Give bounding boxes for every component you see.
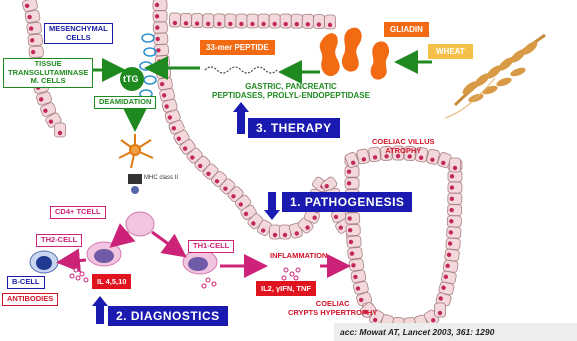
il2-ifn-tnf-label: IL2, γIFN, TNF: [256, 281, 316, 296]
epithelial-cell: [349, 258, 364, 271]
therapy-arrow-head: [233, 102, 249, 112]
arrow-th2-to-bcell: [62, 260, 86, 262]
b-cell-label: B-CELL: [7, 276, 45, 289]
epithelial-cell: [448, 171, 462, 182]
arrow-cd4-to-th2: [114, 232, 128, 244]
epithelial-cell: [153, 11, 167, 22]
th2-cell-label: TH2-CELL: [36, 234, 82, 247]
epithelial-cell: [291, 14, 302, 28]
antibodies-label: ANTIBODIES: [2, 293, 58, 306]
epithelial-cell: [192, 13, 203, 27]
citation-footer: acc: Mowat AT, Lancet 2003, 361: 1290: [334, 323, 577, 341]
arrow-cd4-to-th1: [152, 232, 182, 254]
epithelial-cell: [447, 216, 461, 228]
epithelial-cell: [153, 33, 168, 45]
therapy-label: 3. THERAPY: [248, 118, 340, 138]
epithelial-cell: [435, 303, 446, 317]
epithelial-cell: [345, 178, 359, 189]
epithelial-cell: [269, 14, 280, 28]
pathogenesis-label: 1. PATHOGENESIS: [282, 192, 412, 212]
pathogenesis-arrow-shaft: [268, 192, 276, 212]
epithelial-cell: [447, 227, 462, 239]
epithelial-cell: [25, 10, 41, 23]
gliadin-protein-icons: [320, 28, 389, 80]
inflammation-label: INFLAMMATION: [270, 252, 327, 261]
mesenchymal-cells: [140, 34, 156, 98]
epithelial-cell: [448, 204, 462, 215]
peptide-label: 33-mer PEPTIDE: [200, 40, 275, 55]
epithelial-cell: [346, 224, 361, 236]
epithelial-cell: [153, 0, 167, 11]
epithelial-cell: [169, 13, 180, 27]
diagnostics-arrow-head: [92, 296, 108, 306]
epithelial-cell: [450, 158, 461, 172]
epithelial-cell: [444, 249, 459, 261]
epithelial-cell: [313, 14, 324, 28]
epithelial-cell: [153, 22, 167, 33]
mesenchymal-cells-label: MESENCHYMAL CELLS: [44, 23, 113, 44]
deamidation-label: DEAMIDATION: [94, 96, 156, 109]
epithelial-cell: [203, 14, 214, 28]
epithelial-cell: [280, 14, 291, 28]
gliadin-label: GLIADIN: [384, 22, 429, 37]
peptidases-label: GASTRIC, PANCREATIC PEPTIDASES, PROLYL-E…: [212, 82, 370, 100]
mhc-molecule-icon: [128, 174, 142, 194]
epithelial-cell: [29, 46, 44, 58]
peptide-chain-icon: [205, 67, 277, 73]
therapy-arrow-shaft: [237, 110, 245, 134]
epithelial-cell: [302, 14, 313, 28]
diagnostics-label: 2. DIAGNOSTICS: [108, 306, 228, 326]
wheat-label: WHEAT: [428, 44, 473, 59]
epithelial-cell: [446, 238, 461, 250]
epithelial-cell: [55, 123, 66, 137]
epithelial-cell: [225, 14, 236, 28]
epithelial-cell: [27, 22, 42, 34]
epithelial-cell: [154, 44, 169, 56]
crypts-hypertrophy-label: COELIAC CRYPTS HYPERTROPHY: [288, 300, 377, 317]
cd4-tcell-label: CD4+ TCELL: [50, 206, 106, 219]
epithelial-cell: [236, 14, 247, 28]
lamina-propria-region: [116, 186, 124, 194]
epithelial-cell: [247, 14, 258, 28]
il-4-5-10-label: IL 4,5,10: [92, 274, 131, 289]
epithelial-cell: [270, 225, 281, 239]
epithelial-cell: [155, 55, 170, 67]
ttg-label: tTG: [123, 74, 139, 84]
villus-atrophy-label: COELIAC VILLUS ATROPHY: [372, 138, 435, 155]
epithelial-cell: [180, 13, 191, 27]
pathogenesis-arrow-head: [264, 210, 280, 220]
epithelial-cell: [325, 15, 336, 29]
cd4-tcell: [126, 212, 154, 236]
epithelial-cell: [258, 14, 269, 28]
epithelial-cell: [347, 236, 362, 248]
epithelial-cell: [448, 182, 462, 193]
epithelial-cell: [347, 247, 362, 259]
mhc-class-label: MHC class II: [144, 175, 178, 182]
epithelial-cell: [214, 14, 225, 28]
tissue-transglutaminase-label: TISSUE TRANSGLUTAMINASE M. CELLS: [3, 58, 93, 88]
epithelial-cell: [448, 193, 462, 204]
epithelial-cell: [28, 34, 43, 46]
diagnostics-arrow-shaft: [96, 304, 104, 324]
th1-cell-label: TH1-CELL: [188, 240, 234, 253]
antigen-presenting-cell: [119, 134, 153, 168]
epithelial-cell: [345, 213, 359, 225]
